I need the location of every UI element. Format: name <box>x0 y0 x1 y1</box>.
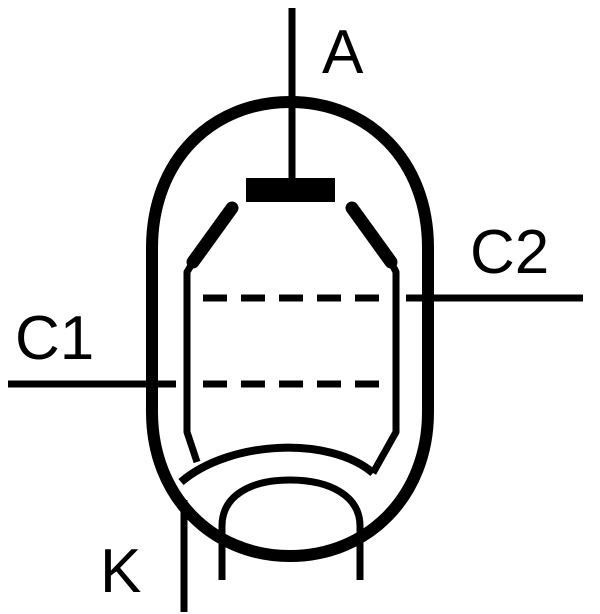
heater-filament <box>218 476 364 580</box>
anode-label: A <box>322 18 364 87</box>
tube-envelope <box>146 95 434 563</box>
cathode-label: K <box>100 537 141 606</box>
cathode <box>178 443 376 486</box>
beam-plate-right-thick <box>345 201 398 269</box>
beam-plate-left-thick <box>186 201 239 269</box>
grid1-label: C1 <box>15 304 94 373</box>
grid2-label: C2 <box>470 218 549 287</box>
beam-plate-right <box>369 260 400 475</box>
beam-plate-left <box>183 260 201 464</box>
anode-plate <box>246 178 335 202</box>
